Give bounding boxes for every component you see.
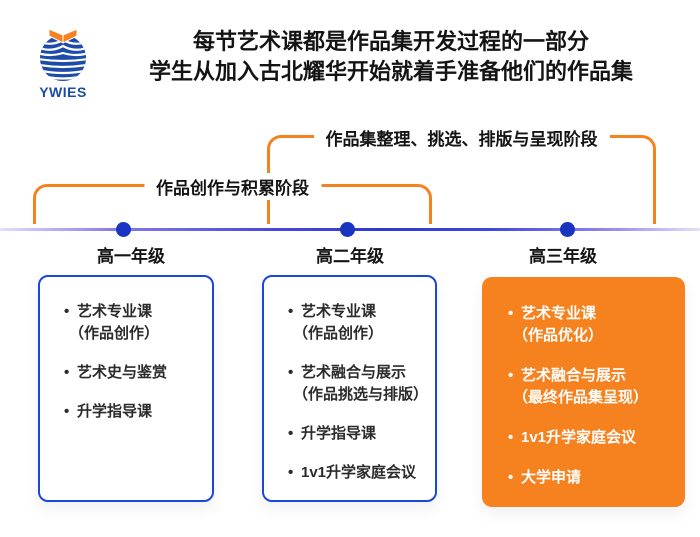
bullet-icon: • bbox=[508, 367, 514, 384]
bullet-icon: • bbox=[288, 303, 294, 320]
course-item: • 1v1升学家庭会议 bbox=[288, 462, 425, 484]
course-item: • 升学指导课 bbox=[288, 423, 425, 445]
title-line-1: 每节艺术课都是作品集开发过程的一部分 bbox=[192, 29, 589, 54]
bullet-icon: • bbox=[64, 364, 70, 381]
course-item: • 艺术融合与展示 （作品挑选与排版） bbox=[288, 362, 429, 406]
phase-label-creation: 作品创作与积累阶段 bbox=[144, 173, 321, 200]
course-box-grade2: • 艺术专业课 （作品创作） • 艺术融合与展示 （作品挑选与排版） • 升学指… bbox=[262, 275, 437, 502]
title-line-2: 学生从加入古北耀华开始就着手准备他们的作品集 bbox=[148, 59, 633, 84]
ywies-logo: YWIES bbox=[32, 27, 94, 100]
grade-label-3: 高三年级 bbox=[529, 247, 597, 266]
course-name: 艺术专业课 bbox=[77, 303, 153, 320]
bullet-icon: • bbox=[64, 403, 70, 420]
course-item: • 艺术专业课 （作品创作） bbox=[288, 301, 425, 345]
course-name: 艺术融合与展示 bbox=[301, 364, 407, 381]
bullet-icon: • bbox=[508, 429, 514, 446]
bullet-icon: • bbox=[508, 469, 514, 486]
bullet-icon: • bbox=[64, 303, 70, 320]
phase-bracket-presentation: 作品集整理、挑选、排版与呈现阶段 bbox=[267, 124, 656, 224]
course-name: 大学申请 bbox=[521, 469, 582, 486]
phase-bracket-creation: 作品创作与积累阶段 bbox=[33, 173, 432, 224]
timeline-axis bbox=[0, 222, 700, 237]
course-item: • 升学指导课 bbox=[64, 401, 202, 423]
course-subtitle: （作品挑选与排版） bbox=[293, 386, 429, 403]
timeline-dot-grade1 bbox=[116, 222, 131, 237]
ywies-logo-text: YWIES bbox=[39, 84, 87, 100]
course-name: 艺术史与鉴赏 bbox=[77, 364, 168, 381]
bullet-icon: • bbox=[288, 364, 294, 381]
phase-label-presentation: 作品集整理、挑选、排版与呈现阶段 bbox=[313, 124, 610, 151]
bullet-icon: • bbox=[508, 305, 514, 322]
course-subtitle: （作品创作） bbox=[69, 325, 160, 342]
course-name: 升学指导课 bbox=[77, 403, 153, 420]
course-item: • 艺术融合与展示 （最终作品集呈现） bbox=[508, 365, 675, 409]
course-box-grade3-highlighted: • 艺术专业课 （作品优化） • 艺术融合与展示 （最终作品集呈现） • 1v1… bbox=[482, 277, 685, 507]
bullet-icon: • bbox=[288, 425, 294, 442]
ywies-logo-icon bbox=[40, 28, 86, 81]
course-name: 艺术专业课 bbox=[301, 303, 377, 320]
course-name: 升学指导课 bbox=[301, 425, 377, 442]
course-subtitle: （作品优化） bbox=[513, 327, 604, 344]
course-box-grade1: • 艺术专业课 （作品创作） • 艺术史与鉴赏 • 升学指导课 bbox=[38, 275, 214, 502]
course-subtitle: （最终作品集呈现） bbox=[513, 389, 649, 406]
course-subtitle: （作品创作） bbox=[293, 325, 384, 342]
course-name: 1v1升学家庭会议 bbox=[301, 464, 417, 481]
course-item: • 1v1升学家庭会议 bbox=[508, 427, 675, 449]
timeline-dot-grade2 bbox=[340, 222, 355, 237]
course-item: • 艺术专业课 （作品优化） bbox=[508, 303, 675, 347]
course-name: 艺术融合与展示 bbox=[521, 367, 627, 384]
course-name: 1v1升学家庭会议 bbox=[521, 429, 637, 446]
course-item: • 大学申请 bbox=[508, 467, 675, 489]
grade-label-1: 高一年级 bbox=[97, 247, 165, 266]
page-title: 每节艺术课都是作品集开发过程的一部分 学生从加入古北耀华开始就着手准备他们的作品… bbox=[88, 27, 694, 87]
grade-label-2: 高二年级 bbox=[316, 247, 384, 266]
course-name: 艺术专业课 bbox=[521, 305, 597, 322]
bullet-icon: • bbox=[288, 464, 294, 481]
course-item: • 艺术专业课 （作品创作） bbox=[64, 301, 202, 345]
course-item: • 艺术史与鉴赏 bbox=[64, 362, 202, 384]
timeline-dot-grade3 bbox=[560, 222, 575, 237]
